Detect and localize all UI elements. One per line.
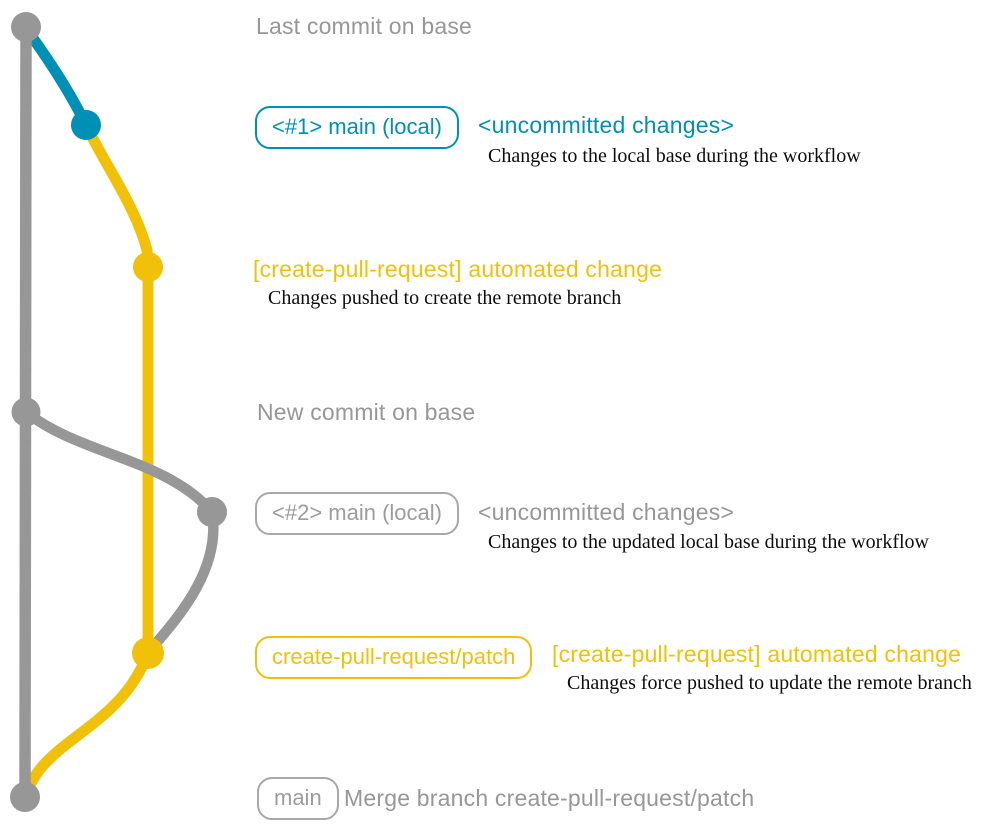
annotation-note-4: Changes force pushed to update the remot… xyxy=(567,672,972,694)
local-main-branch-line xyxy=(18,20,92,131)
commit-message-merge-branch: Merge branch create-pull-request/patch xyxy=(344,785,755,811)
commit-message-automated-change-1: [create-pull-request] automated change xyxy=(253,256,663,282)
branch-badge-create-pull-request-patch: create-pull-request/patch xyxy=(255,636,533,679)
branch-badge-label: <#2> main (local) xyxy=(255,492,459,535)
commit-message-automated-change-2: [create-pull-request] automated change xyxy=(552,641,962,667)
commit-dot-base-last xyxy=(11,12,41,42)
branch-badge-main-local-2: <#2> main (local) xyxy=(255,492,459,535)
annotation-note-1: Changes to the local base during the wor… xyxy=(488,145,861,167)
branch-badge-main: main xyxy=(257,777,339,820)
annotation-note-2: Changes pushed to create the remote bran… xyxy=(268,287,622,309)
branch-badge-main-local-1: <#1> main (local) xyxy=(255,106,459,149)
commit-dot-uncommitted-2 xyxy=(197,497,227,527)
annotation-note-3: Changes to the updated local base during… xyxy=(488,531,929,553)
branch-badge-label: <#1> main (local) xyxy=(255,106,459,149)
commit-dot-automated-1 xyxy=(133,252,163,282)
commit-message-new-commit-on-base: New commit on base xyxy=(257,399,476,425)
commit-dot-merge xyxy=(10,782,40,812)
commit-dot-automated-2 xyxy=(132,637,164,669)
commit-message-uncommitted-changes-1: <uncommitted changes> xyxy=(478,112,735,138)
commit-message-uncommitted-changes-2: <uncommitted changes> xyxy=(478,499,735,525)
commit-message-last-commit-on-base: Last commit on base xyxy=(256,13,473,39)
commit-dot-uncommitted-1 xyxy=(71,110,101,140)
git-graph xyxy=(10,12,227,812)
branch-badge-label: main xyxy=(257,777,339,820)
base-update-branch-line xyxy=(20,406,219,656)
branch-badge-label: create-pull-request/patch xyxy=(255,636,533,679)
commit-dot-base-new xyxy=(11,397,41,427)
